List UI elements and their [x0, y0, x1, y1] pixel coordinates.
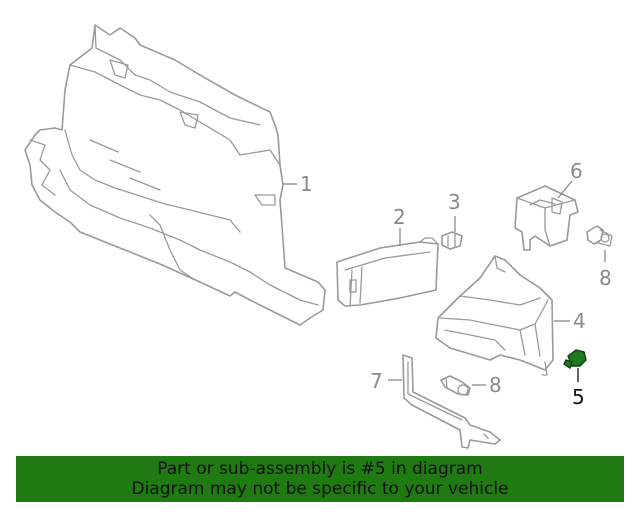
- callout-8-lower: 8: [489, 373, 502, 397]
- banner-line-1: Part or sub-assembly is #5 in diagram: [157, 459, 483, 479]
- part-7-brace: [402, 354, 501, 449]
- leader-6: [557, 180, 573, 199]
- leader-lines: [283, 180, 606, 386]
- callout-4: 4: [573, 309, 586, 333]
- part-8-bolt-lower: [440, 375, 471, 396]
- callout-7: 7: [370, 369, 383, 393]
- part-4-air-deflector: [435, 255, 554, 376]
- part-8-bolt-upper: [586, 225, 613, 247]
- callout-8-upper: 8: [599, 266, 612, 290]
- part-1-radiator-support: [24, 24, 326, 326]
- callout-5: 5: [572, 385, 585, 409]
- callout-2: 2: [393, 205, 406, 229]
- callout-3: 3: [448, 190, 461, 214]
- highlight-banner: Part or sub-assembly is #5 in diagram Di…: [16, 456, 624, 502]
- part-3-clip: [441, 231, 463, 250]
- part-2-air-duct: [336, 237, 439, 307]
- banner-line-2: Diagram may not be specific to your vehi…: [131, 479, 509, 499]
- part-6-bracket: [514, 185, 579, 251]
- callout-1: 1: [300, 172, 313, 196]
- callout-6: 6: [570, 159, 583, 183]
- part-5-fastener-highlighted: [563, 349, 587, 370]
